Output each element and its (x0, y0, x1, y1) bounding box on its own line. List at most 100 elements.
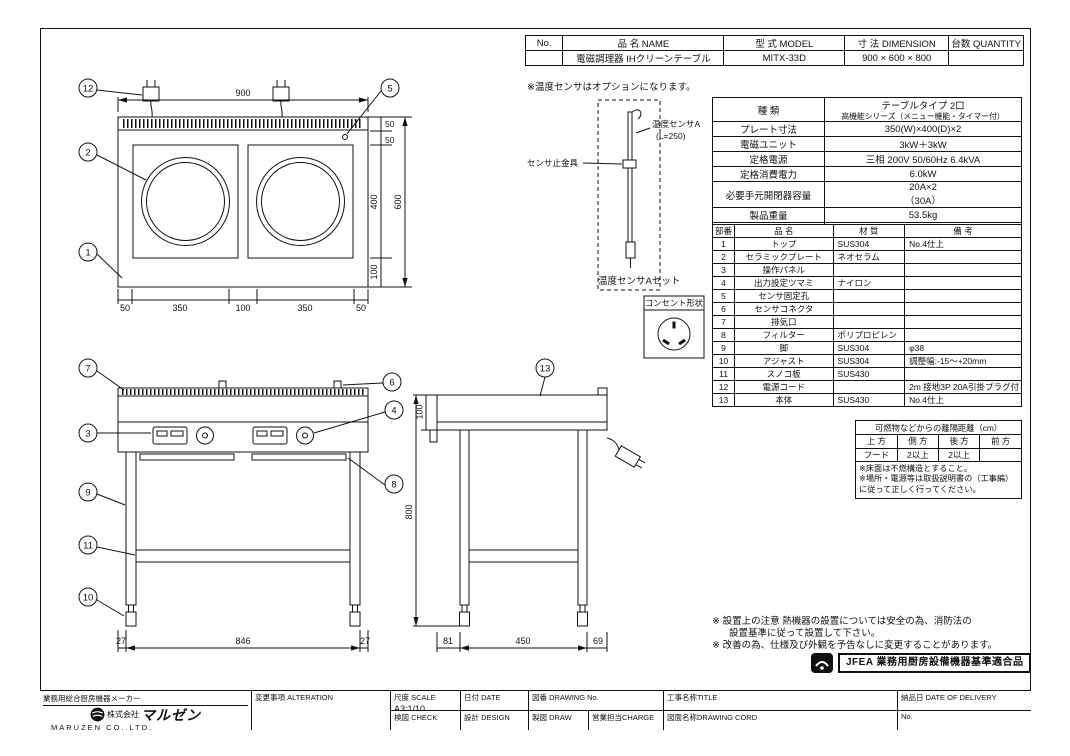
sensor-probe (627, 111, 633, 243)
part-remarks: 調整幅:-15〜+20mm (904, 354, 1022, 368)
parts-col-name: 品 名 (734, 224, 834, 238)
part-material: ネオセラム (832, 250, 906, 264)
dim-w4: 350 (297, 303, 312, 313)
left-control-panel (152, 426, 188, 445)
part-name: トップ (734, 237, 834, 251)
header-col-no: No. (524, 35, 564, 51)
part-no: 9 (711, 341, 736, 355)
balloon-10: 10 (78, 587, 125, 617)
balloon-9: 9 (78, 482, 126, 506)
svg-text:10: 10 (83, 593, 94, 604)
jfea-certification: JFEA 業務用厨房設備機器基準適合品 (810, 652, 1032, 674)
sensor-length-label: (L=250) (656, 131, 686, 141)
dim-d1: 50 (385, 119, 395, 129)
front-view (117, 380, 369, 627)
balloon-6: 6 (342, 372, 402, 392)
slatted-shelf (135, 549, 351, 563)
spec-value: 53.5kg (824, 207, 1022, 223)
top-view-dimensions: 900 50 350 100 350 50 50 50 400 100 600 (117, 88, 412, 313)
sensor-option-box (597, 99, 661, 291)
left-plug-icon (142, 86, 160, 102)
clearance-value: 2以上 (937, 448, 981, 462)
side-view-dimensions: 100 800 81 450 69 (404, 394, 608, 652)
part-material: SUS304 (832, 341, 906, 355)
part-material: ナイロン (832, 276, 906, 290)
svg-text:12: 12 (83, 84, 94, 95)
dim-depth-total: 600 (393, 194, 403, 209)
side-shelf (468, 549, 579, 563)
part-no: 12 (711, 380, 736, 394)
dim-front-b1: 27 (116, 636, 126, 646)
part-name: スノコ板 (734, 367, 834, 381)
svg-text:3: 3 (85, 429, 90, 440)
left-power-cord (150, 100, 153, 118)
left-output-knob (196, 426, 214, 445)
front-left-leg (125, 451, 137, 606)
svg-text:9: 9 (85, 488, 90, 499)
side-plug-icon (614, 445, 646, 469)
part-no: 8 (711, 328, 736, 342)
part-name: フィルター (734, 328, 834, 342)
spec-value: 20A×2（30A） (824, 181, 1022, 208)
alteration-cell: 変更事項 ALTERATION (251, 691, 390, 730)
front-view-dimensions: 27 846 27 (116, 630, 370, 652)
balloon-8: 8 (347, 457, 404, 494)
dim-w3: 100 (235, 303, 250, 313)
top-view (117, 80, 369, 288)
part-material (832, 302, 906, 316)
spec-value: 350(W)×400(D)×2 (824, 121, 1022, 137)
part-balloons: 12 5 2 1 7 3 9 11 10 6 4 8 13 (78, 78, 555, 617)
part-no: 1 (711, 237, 736, 251)
spec-value-line2: 高機能シリーズ（メニュー機能・タイマー付） (841, 112, 1005, 121)
spec-label: 定格消費電力 (712, 166, 825, 182)
draw-cell: 製図 DRAW (528, 710, 588, 730)
clearance-value: フード (856, 448, 898, 462)
filter-right (251, 453, 347, 461)
svg-text:1: 1 (85, 248, 90, 259)
sensor-plug (625, 241, 636, 259)
part-name: 出力設定ツマミ (734, 276, 834, 290)
balloon-4: 4 (313, 400, 404, 434)
part-name: 電源コード (734, 380, 834, 394)
header-table: No. 品 名 NAME 型 式 MODEL 寸 法 DIMENSION 台数 … (524, 35, 1024, 66)
dim-d3: 400 (369, 194, 379, 209)
company-tagline: 業務用総合厨房機器メーカー (43, 692, 248, 706)
outlet-label: コンセント形状 (645, 298, 704, 308)
part-material: SUS304 (832, 354, 906, 368)
svg-text:11: 11 (83, 541, 93, 552)
svg-text:13: 13 (540, 364, 551, 375)
part-name: セラミックプレート (734, 250, 834, 264)
dim-side-height: 800 (404, 504, 414, 519)
spec-label: 電磁ユニット (712, 136, 825, 152)
spec-value: 3kW＋3kW (824, 136, 1022, 152)
right-output-knob (296, 426, 314, 445)
dim-d4: 100 (369, 264, 379, 279)
svg-text:4: 4 (391, 406, 396, 417)
date-cell: 日付 DATE (460, 691, 528, 710)
note-line-1: ※ 設置上の注意 熱機器の設置については安全の為、消防法の (712, 616, 972, 627)
balloon-2: 2 (78, 142, 147, 181)
dim-side-b3: 69 (593, 636, 603, 646)
spec-label: プレート寸法 (712, 121, 825, 137)
balloon-11: 11 (78, 535, 136, 556)
part-material (832, 263, 906, 277)
balloon-13: 13 (535, 358, 555, 397)
design-cell: 設計 DESIGN (460, 710, 528, 730)
product-name: 電磁調理器 IHクリーンテーブル (562, 50, 725, 66)
sensor-set-label: 温度センサAセット (598, 275, 680, 287)
balloon-5: 5 (346, 78, 400, 135)
side-power-cord (606, 437, 621, 453)
maruzen-logo-icon (90, 707, 105, 722)
part-remarks: No.4仕上 (904, 393, 1022, 407)
spec-value-line2: （30A） (905, 196, 941, 207)
charge-cell: 営業担当CHARGE (588, 710, 663, 730)
